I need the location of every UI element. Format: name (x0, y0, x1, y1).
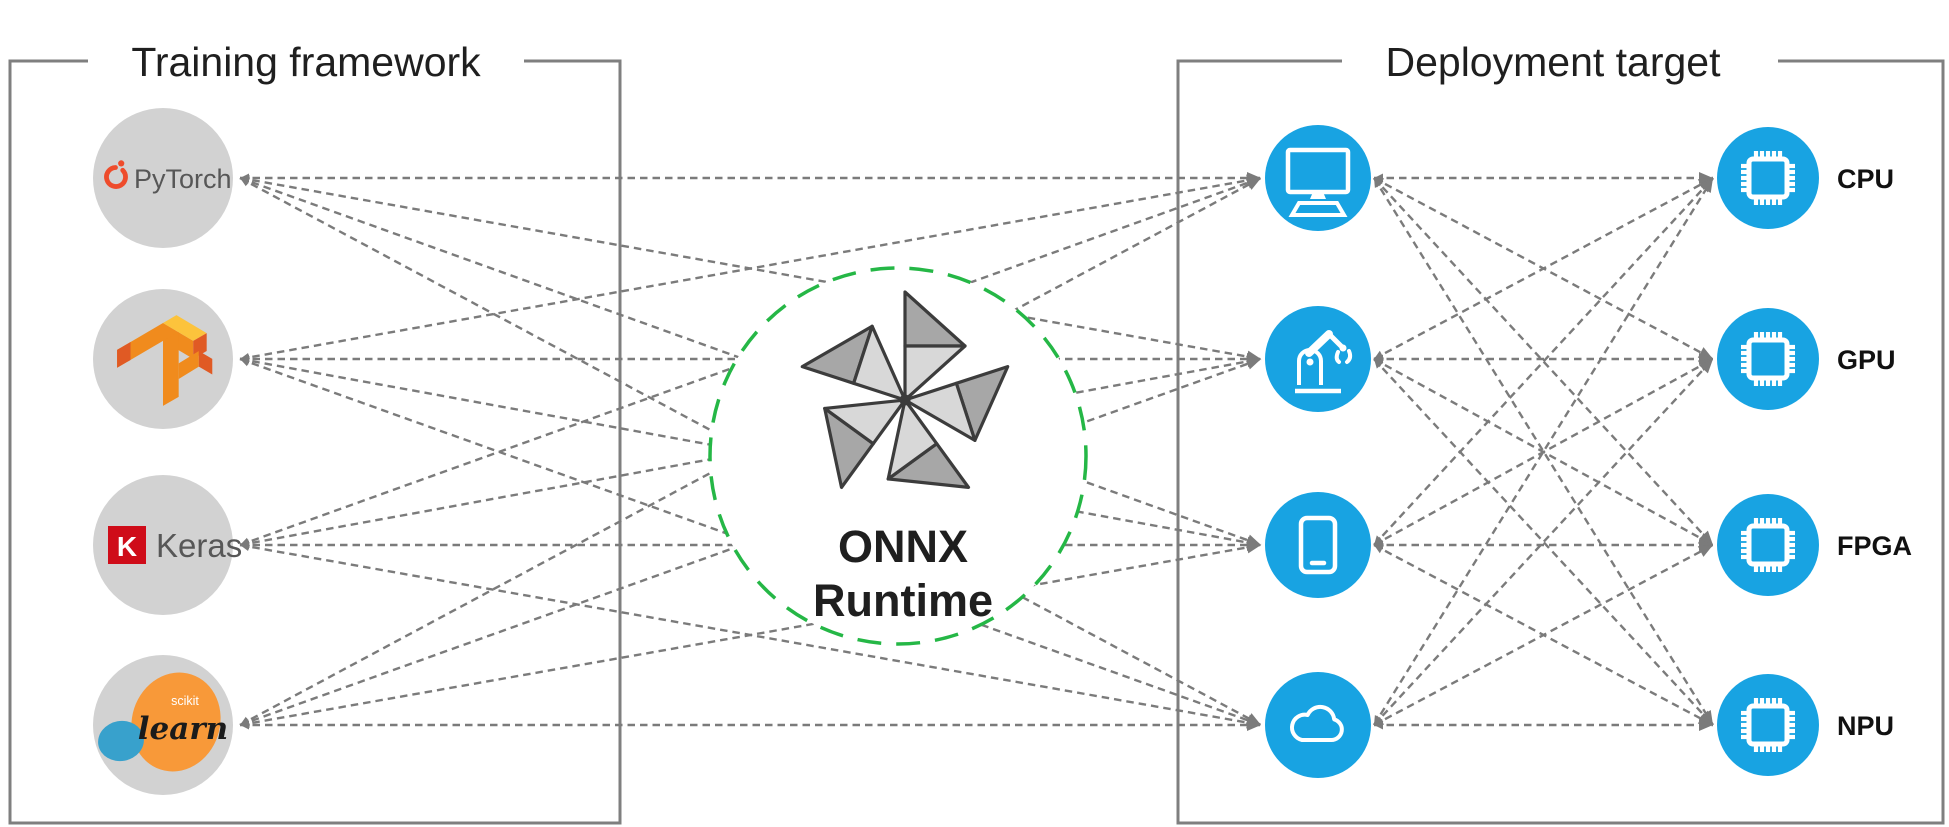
training-framework-panel: Training framework (8, 36, 622, 825)
connection-line (239, 541, 1262, 728)
tensorflow-icon (117, 315, 213, 406)
connection-line (1373, 177, 1714, 546)
npu-label: NPU (1837, 711, 1894, 741)
keras-k-letter: K (117, 531, 137, 562)
target-node-robot (1265, 306, 1371, 412)
deployment-target-title: Deployment target (1385, 39, 1721, 85)
cloud-circle (1265, 672, 1371, 778)
mobile-circle (1265, 492, 1371, 598)
chip-icon (1741, 698, 1795, 752)
connection-line (1373, 358, 1714, 726)
connection-line (1373, 358, 1714, 726)
framework-node-tensorflow (93, 289, 233, 429)
pytorch-icon (104, 160, 128, 189)
cpu-circle (1717, 127, 1819, 229)
keras-circle (93, 475, 233, 615)
smartphone-icon (1298, 515, 1338, 575)
monitor-icon (1285, 147, 1351, 217)
fpga-circle (1717, 494, 1819, 596)
onnx-title-line2: Runtime (813, 575, 993, 626)
scikit-learn-icon: scikit learn (98, 672, 228, 772)
hardware-node-npu: NPU (1717, 674, 1894, 776)
scikit-text: scikit (171, 694, 199, 708)
framework-node-scikit-learn: scikit learn (93, 655, 233, 795)
training-title-mask (88, 36, 524, 84)
npu-circle (1717, 674, 1819, 776)
chip-icon (1741, 518, 1795, 572)
onnx-runtime-hub: ONNX Runtime (708, 266, 1088, 646)
hardware-node-gpu: GPU (1717, 308, 1896, 410)
fpga-label: FPGA (1837, 531, 1912, 561)
deployment-target-panel: Deployment target (1176, 36, 1945, 825)
cpu-label: CPU (1837, 164, 1894, 194)
target-node-mobile (1265, 492, 1371, 598)
target-node-desktop (1265, 125, 1371, 231)
gpu-label: GPU (1837, 345, 1896, 375)
keras-icon (108, 526, 146, 564)
framework-node-keras: K Keras (93, 475, 242, 615)
deployment-title-mask (1342, 36, 1778, 84)
training-framework-title: Training framework (131, 39, 481, 85)
connection-line (1373, 543, 1714, 727)
keras-label: Keras (156, 527, 242, 564)
pytorch-label: PyTorch (134, 164, 232, 194)
gpu-circle (1717, 308, 1819, 410)
robot-arm-icon (1295, 330, 1353, 394)
hardware-node-fpga: FPGA (1717, 494, 1912, 596)
onnx-pinwheel-icon (800, 290, 1010, 489)
hardware-nodes-layer: CPU GPU FPGA NPU (1717, 127, 1912, 776)
onnx-title-line1: ONNX (838, 521, 968, 572)
learn-text: learn (138, 711, 228, 747)
chip-icon (1741, 332, 1795, 386)
pytorch-circle (93, 108, 233, 248)
hardware-node-cpu: CPU (1717, 127, 1894, 229)
cloud-icon (1290, 704, 1344, 742)
chip-icon (1741, 151, 1795, 205)
robot-circle (1265, 306, 1371, 412)
target-node-cloud (1265, 672, 1371, 778)
framework-node-pytorch: PyTorch (93, 108, 233, 248)
connection-line (1373, 177, 1714, 546)
